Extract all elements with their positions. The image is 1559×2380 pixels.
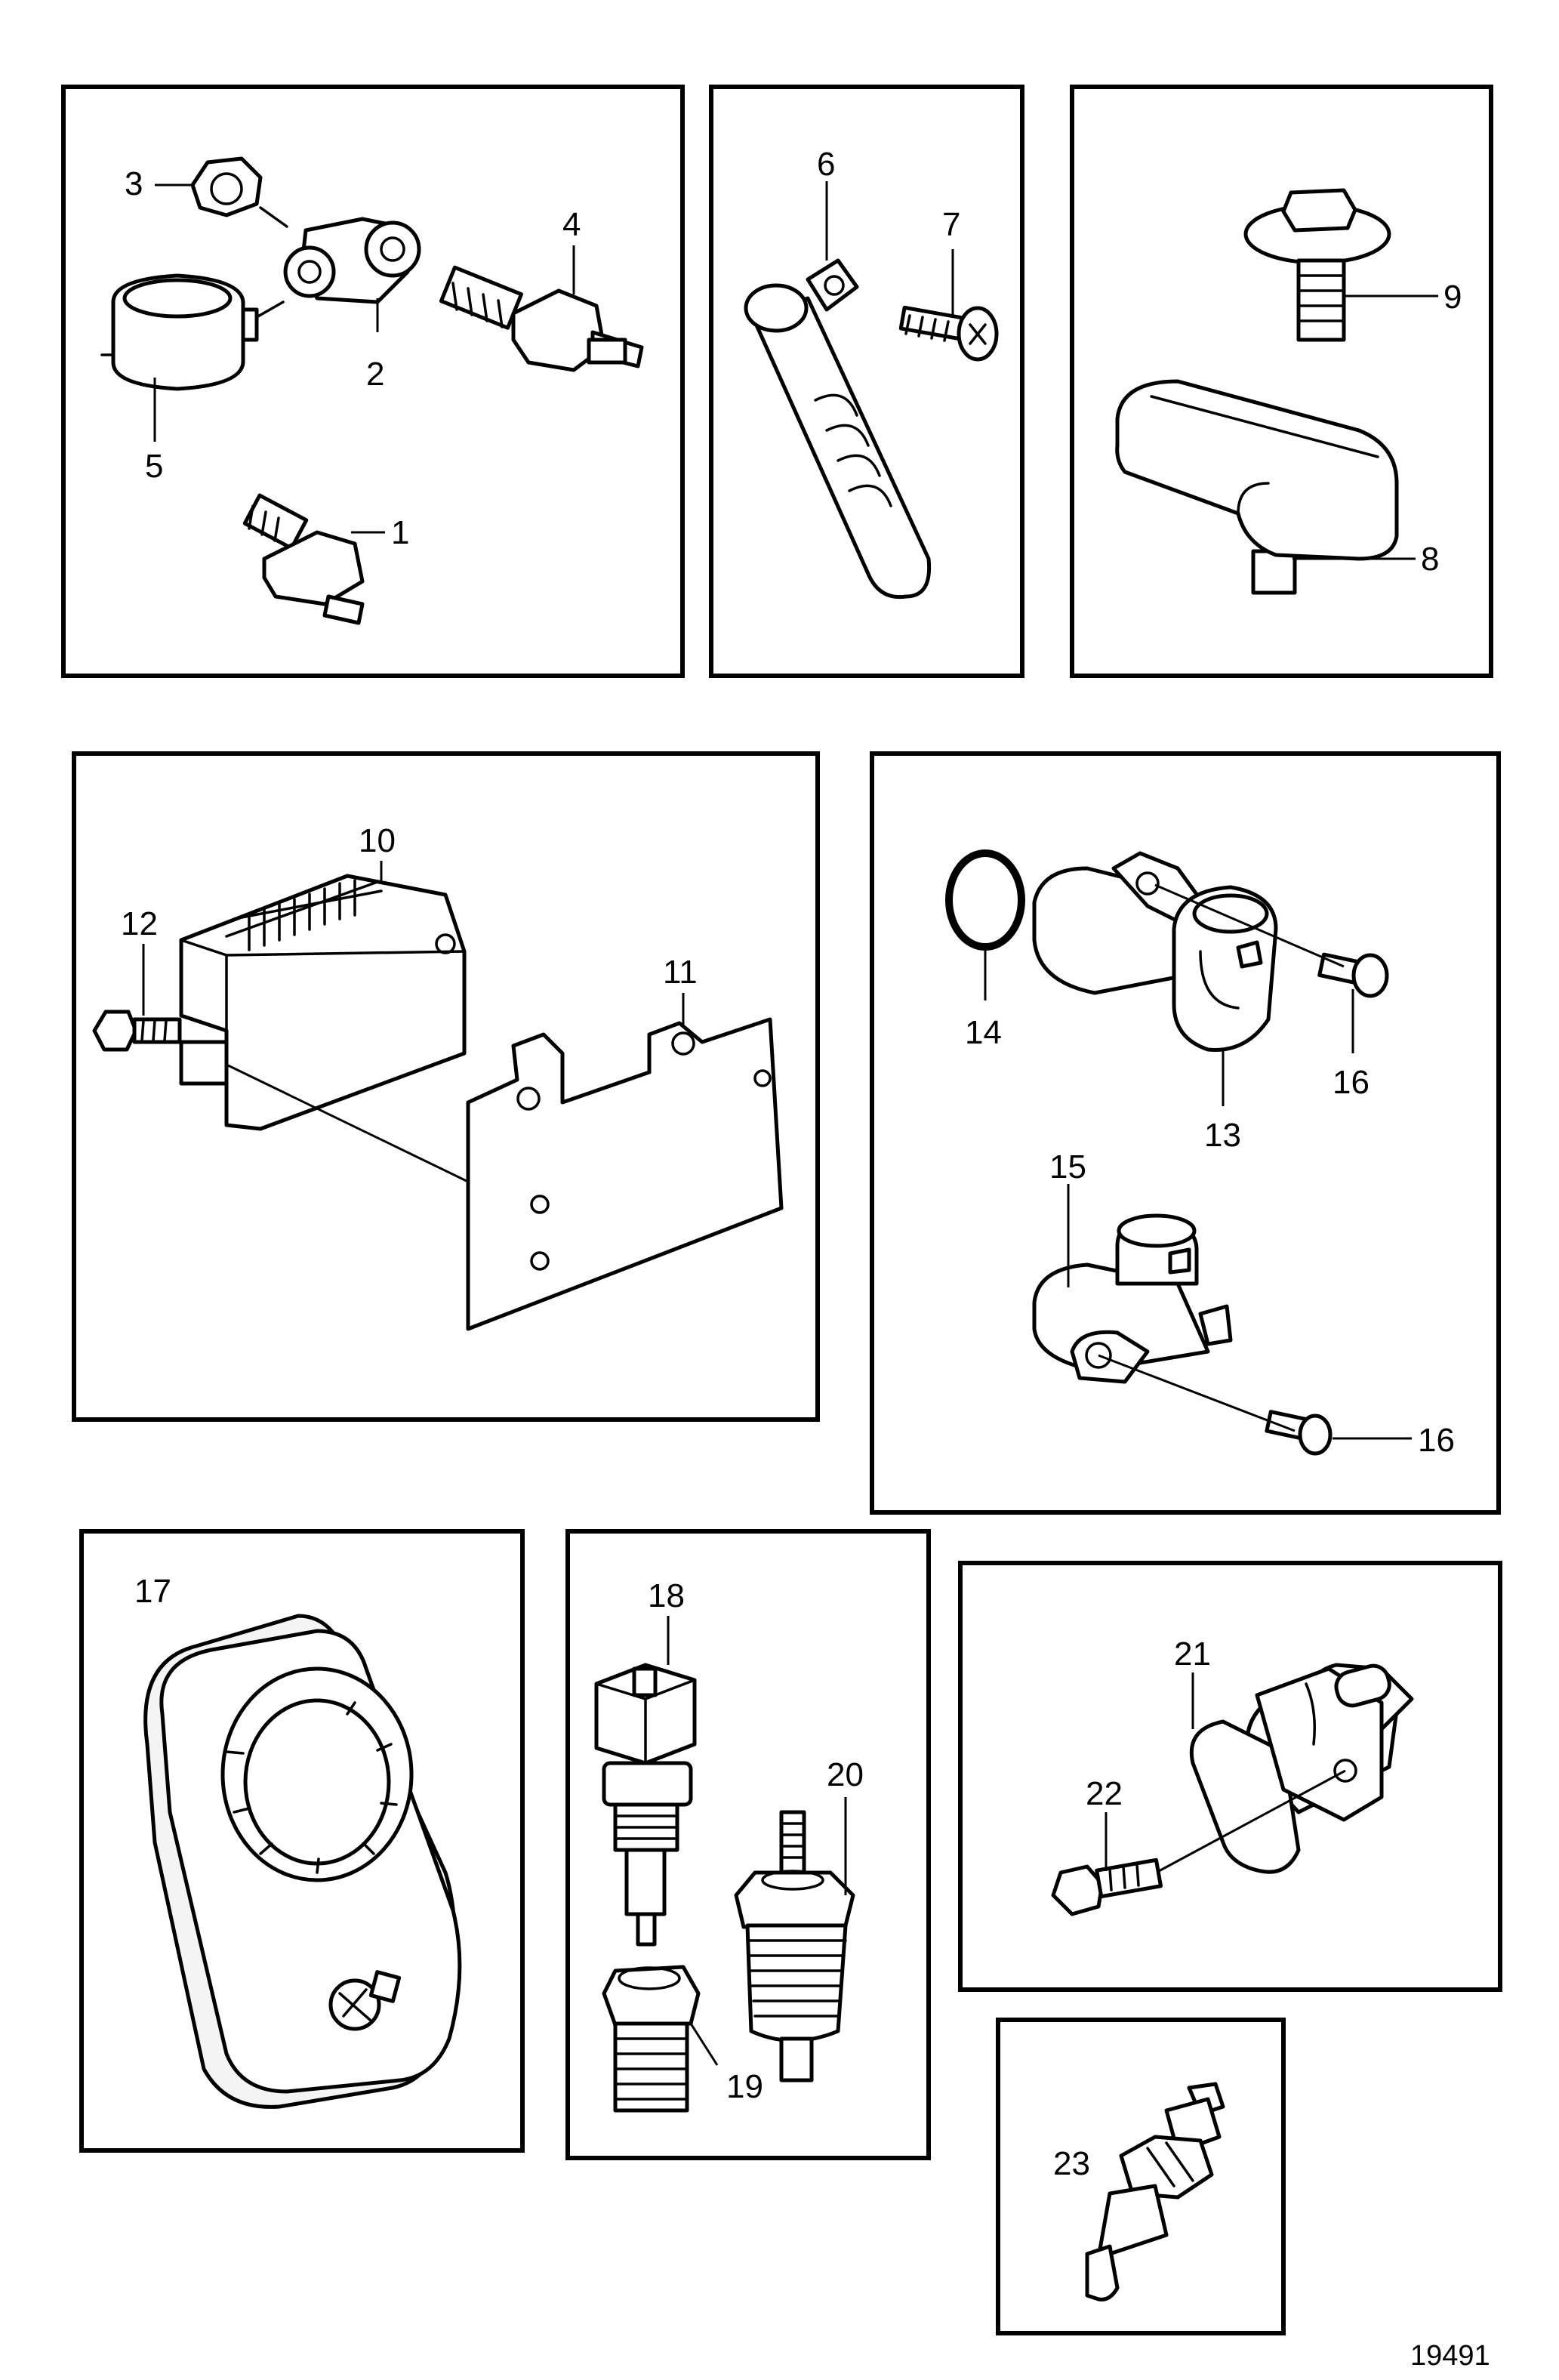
- part-12-bolt: [92, 1010, 182, 1052]
- callout-3: 3: [125, 165, 143, 202]
- callout-19: 19: [726, 2068, 763, 2105]
- panel-control-unit: 10 11 12: [72, 751, 820, 1422]
- part-9-flange-bolt: [1243, 188, 1391, 342]
- panel-frame: [996, 2018, 1286, 2335]
- part-3-hex-nut: [190, 156, 288, 228]
- part-5-pressure-sender: [100, 273, 285, 391]
- callout-14: 14: [965, 1014, 1002, 1051]
- panel-glow-plug: 23: [996, 2018, 1286, 2335]
- callout-1: 1: [391, 514, 409, 551]
- panel-frame: [72, 751, 820, 1422]
- panel-frame: [870, 751, 1501, 1515]
- callout-21: 21: [1174, 1635, 1211, 1672]
- part-1-oil-switch: [242, 493, 365, 625]
- panel-map-sensor: 9 8: [1070, 85, 1493, 678]
- part-20-temp-sender: [734, 1810, 855, 2082]
- panel-frame: [565, 1529, 931, 2160]
- part-21-camshaft-sensor: [1189, 1663, 1414, 1874]
- panel-frame: [958, 1561, 1502, 1992]
- callout-15: 15: [1049, 1148, 1086, 1185]
- panel-frame: [709, 85, 1024, 678]
- part-18-temp-sensor: [594, 1663, 697, 1947]
- figure-reference-number: 19491: [1410, 2340, 1490, 2372]
- callout-10: 10: [359, 822, 396, 859]
- part-8-map-sensor: [1115, 379, 1399, 595]
- part-13-cam-sensor: [1032, 851, 1278, 1052]
- part-17-expansion-tank: [143, 1614, 462, 2109]
- part-22-bolt: [1051, 1857, 1163, 1916]
- part-6-speed-sensor: [744, 258, 932, 600]
- part-16-bolt-lower: [1265, 1410, 1333, 1456]
- part-11-mounting-bracket: [466, 1017, 784, 1331]
- callout-7: 7: [942, 206, 960, 243]
- callout-5: 5: [145, 448, 163, 485]
- panel-temperature-sensors: 18 19 20: [565, 1529, 931, 2160]
- panel-camshaft-sensor: 21 22: [958, 1561, 1502, 1992]
- part-7-screw: [898, 305, 999, 362]
- callout-17: 17: [134, 1573, 171, 1610]
- part-23-sensor: [1085, 2082, 1225, 2301]
- part-19-adapter: [602, 1965, 701, 2113]
- callout-20: 20: [827, 1756, 864, 1793]
- callout-16-upper: 16: [1333, 1064, 1370, 1101]
- panel-position-sensors: 14 13 16 15 16: [870, 751, 1501, 1515]
- callout-18: 18: [648, 1577, 685, 1614]
- part-15-crank-sensor: [1032, 1213, 1233, 1384]
- callout-8: 8: [1421, 541, 1439, 578]
- panel-expansion-tank: 17: [79, 1529, 525, 2153]
- panel-frame: [61, 85, 685, 678]
- callout-13: 13: [1204, 1117, 1241, 1154]
- part-4-pressure-switch: [439, 265, 644, 372]
- panel-frame: [1070, 85, 1493, 678]
- callout-12: 12: [121, 905, 158, 942]
- callout-16-lower: 16: [1418, 1422, 1455, 1459]
- part-10-control-module: [179, 874, 467, 1131]
- callout-4: 4: [562, 206, 581, 243]
- panel-pressure-sensors: 3 2 4 5 1: [61, 85, 685, 678]
- callout-9: 9: [1443, 279, 1462, 316]
- callout-6: 6: [817, 146, 835, 183]
- callout-22: 22: [1086, 1775, 1123, 1812]
- callout-2: 2: [366, 356, 384, 393]
- part-2-tee-fitting: [283, 217, 421, 304]
- panel-frame: [79, 1529, 525, 2153]
- panel-speed-sensor: 6 7: [709, 85, 1024, 678]
- callout-11: 11: [663, 954, 698, 991]
- callout-23: 23: [1053, 2145, 1090, 2182]
- part-14-o-ring: [945, 849, 1025, 951]
